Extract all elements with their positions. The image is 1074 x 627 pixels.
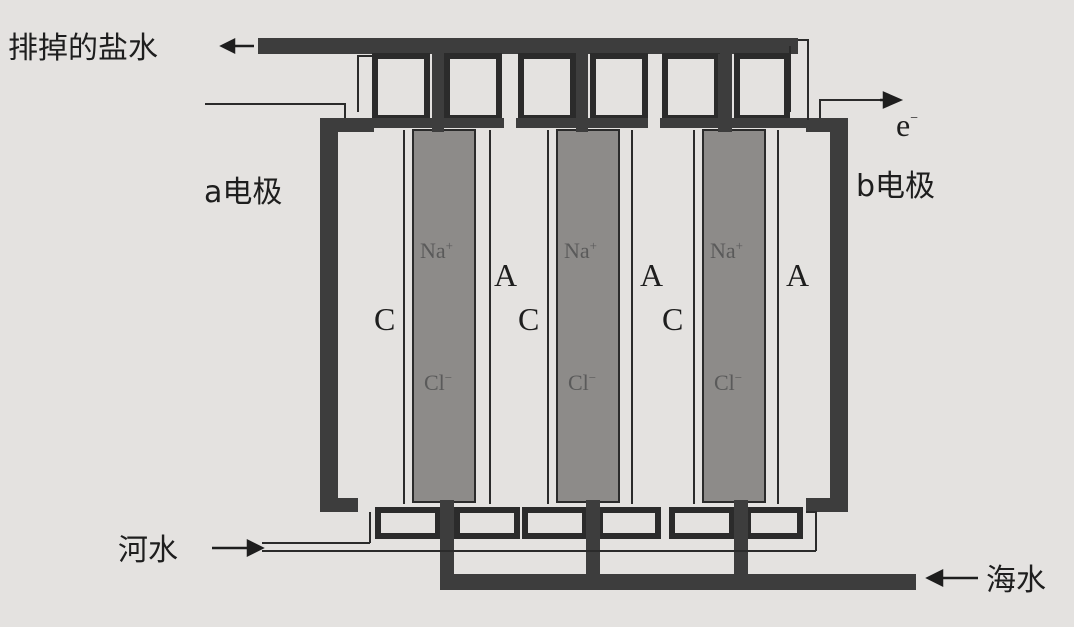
seawater-compartment [702, 129, 766, 503]
chloride-ion-label: Cl− [568, 370, 596, 395]
seawater-compartment [556, 129, 620, 503]
electrode-b-label: b电极 [856, 169, 935, 204]
anion-membrane-label: A [786, 257, 809, 293]
cation-membrane-label: C [518, 301, 539, 337]
bottom-manifold [375, 500, 916, 590]
sodium-ion-label: Na+ [420, 238, 453, 263]
chloride-ion-label: Cl− [424, 370, 452, 395]
seawater-in-label: 海水 [986, 563, 1046, 598]
cation-membrane-label: C [374, 301, 395, 337]
chamber-2-labels: C A Na+ Cl− [518, 238, 663, 395]
cation-membrane-label: C [662, 301, 683, 337]
electrode-a-label: a电极 [204, 175, 282, 210]
chamber-3-labels: C A Na+ Cl− [662, 238, 809, 395]
membranes [403, 130, 779, 504]
electron-label: e− [896, 107, 918, 143]
top-manifold [258, 38, 806, 132]
sodium-ion-label: Na+ [710, 238, 743, 263]
seawater-compartments [412, 129, 766, 503]
anion-membrane-label: A [494, 257, 517, 293]
salt-water-out-label: 排掉的盐水 [8, 31, 158, 66]
arrows [212, 37, 978, 588]
pipe-lines [205, 39, 880, 552]
cell-container [320, 118, 848, 512]
river-water-in-label: 河水 [118, 533, 178, 568]
sodium-ion-label: Na+ [564, 238, 597, 263]
chamber-1-labels: C A Na+ Cl− [374, 238, 517, 395]
chloride-ion-label: Cl− [714, 370, 742, 395]
seawater-compartment [412, 129, 476, 503]
anion-membrane-label: A [640, 257, 663, 293]
